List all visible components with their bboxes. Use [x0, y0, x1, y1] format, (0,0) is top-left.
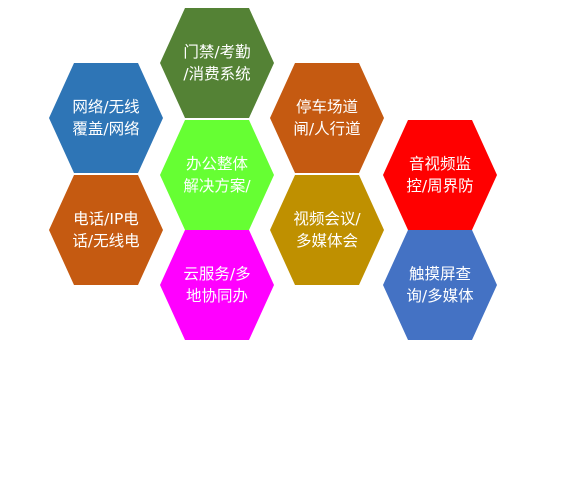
hexagon-label-line: 音视频监: [409, 155, 471, 173]
hexagon-video-conf: 视频会议/多媒体会: [270, 175, 384, 285]
hexagon-shape: [160, 230, 274, 340]
hexagon-label-line: 话/无线电: [72, 232, 139, 250]
hexagon-label-line: 地协同办: [186, 287, 248, 305]
hexagon-label-line: 电话/IP电: [73, 210, 139, 228]
hexagon-shape: [270, 175, 384, 285]
hexagon-shape: [49, 175, 163, 285]
hexagon-label-line: 停车场道: [296, 98, 358, 116]
hexagon-label-line: 控/周界防: [406, 177, 473, 195]
hexagon-label-line: 云服务/多: [183, 265, 250, 283]
hexagon-label-line: 多媒体会: [296, 232, 358, 250]
hexagon-shape: [383, 120, 497, 230]
hexagon-shape: [160, 8, 274, 118]
hexagon-label-line: 询/多媒体: [406, 287, 474, 305]
hexagon-label-line: 闸/人行道: [293, 120, 360, 138]
hexagon-layer: 门禁/考勤/消费系统网络/无线覆盖/网络停车场道闸/人行道办公整体解决方案/音视…: [49, 8, 497, 340]
hexagon-label-line: 触摸屏查: [409, 265, 471, 283]
hexagon-label-line: 网络/无线: [72, 98, 139, 116]
hexagon-label-line: 解决方案/: [183, 177, 251, 195]
hexagon-label-line: 覆盖/网络: [72, 120, 139, 138]
hexagon-shape: [270, 63, 384, 173]
hexagon-access: 门禁/考勤/消费系统: [160, 8, 274, 118]
hexagon-shape: [160, 120, 274, 230]
hexagon-label-line: 视频会议/: [293, 210, 361, 228]
hexagon-label-line: 门禁/考勤: [183, 43, 250, 61]
hexagon-label-line: 办公整体: [186, 155, 249, 173]
hexagon-label-line: /消费系统: [183, 65, 250, 83]
hexagon-shape: [49, 63, 163, 173]
hexagon-shape: [383, 230, 497, 340]
